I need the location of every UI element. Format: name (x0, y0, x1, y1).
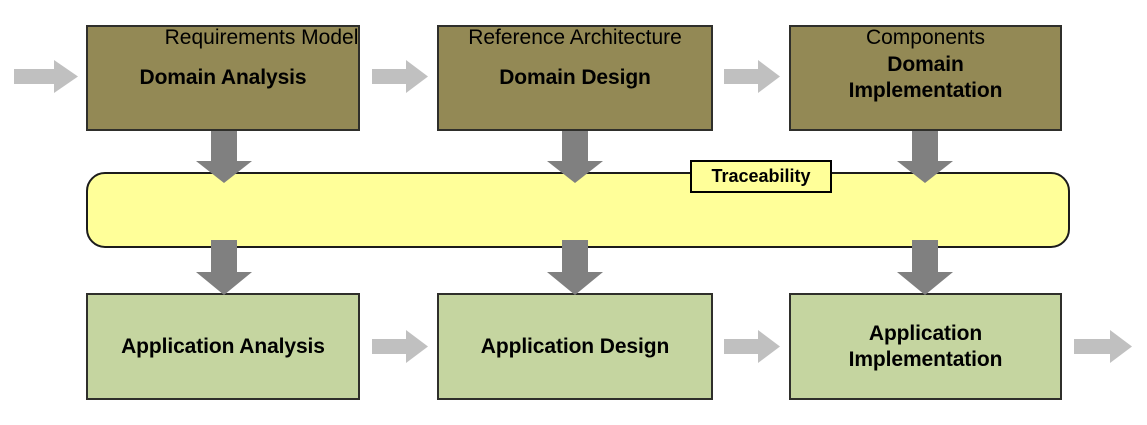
arrow-right-icon-domain-design-to-domain-implementation (724, 60, 780, 93)
arrow-down-icon-components-to-application-implementation (897, 240, 953, 295)
process-box-label: Application Analysis (121, 334, 325, 358)
process-box-label: Domain Implementation (848, 53, 1003, 102)
process-box-domain-design[interactable]: Domain Design (437, 25, 713, 131)
asset-band[interactable] (86, 172, 1070, 248)
asset-label-components: Components (789, 0, 1062, 76)
arrow-down-icon-reference-architecture-to-application-design (547, 240, 603, 295)
arrow-down-icon-domain-implementation-to-components (897, 131, 953, 183)
asset-label-requirements-model: Requirements Model (86, 0, 437, 76)
arrow-down-icon-requirements-model-to-application-analysis (196, 240, 252, 295)
process-box-domain-implementation[interactable]: Domain Implementation (789, 25, 1062, 131)
process-box-application-design[interactable]: Application Design (437, 293, 713, 400)
asset-label-text: Reference Architecture (468, 26, 682, 49)
arrow-right-icon-in-domain-analysis (14, 60, 78, 93)
asset-label-reference-architecture: Reference Architecture (437, 0, 713, 76)
process-box-label: Application Implementation (848, 321, 1003, 371)
process-box-application-implementation[interactable]: Application Implementation (789, 293, 1062, 400)
traceability-label[interactable]: Traceability (690, 160, 832, 193)
arrow-down-icon-domain-analysis-to-requirements-model (196, 131, 252, 183)
arrow-down-icon-domain-design-to-reference-architecture (547, 131, 603, 183)
asset-label-text: Components (865, 26, 986, 49)
arrow-right-icon-application-analysis-to-application-design (372, 330, 428, 363)
process-box-application-analysis[interactable]: Application Analysis (86, 293, 360, 400)
arrow-right-icon-application-implementation-output (1074, 330, 1132, 363)
process-box-domain-analysis[interactable]: Domain Analysis (86, 25, 360, 131)
arrow-right-icon-domain-analysis-to-domain-design (372, 60, 428, 93)
process-box-label: Domain Design (499, 66, 651, 90)
traceability-label-text: Traceability (711, 166, 811, 186)
asset-label-text: Requirements Model (164, 26, 359, 49)
process-box-label: Domain Analysis (139, 66, 307, 90)
process-box-label: Application Design (480, 334, 670, 358)
arrow-right-icon-application-design-to-application-implementation (724, 330, 780, 363)
